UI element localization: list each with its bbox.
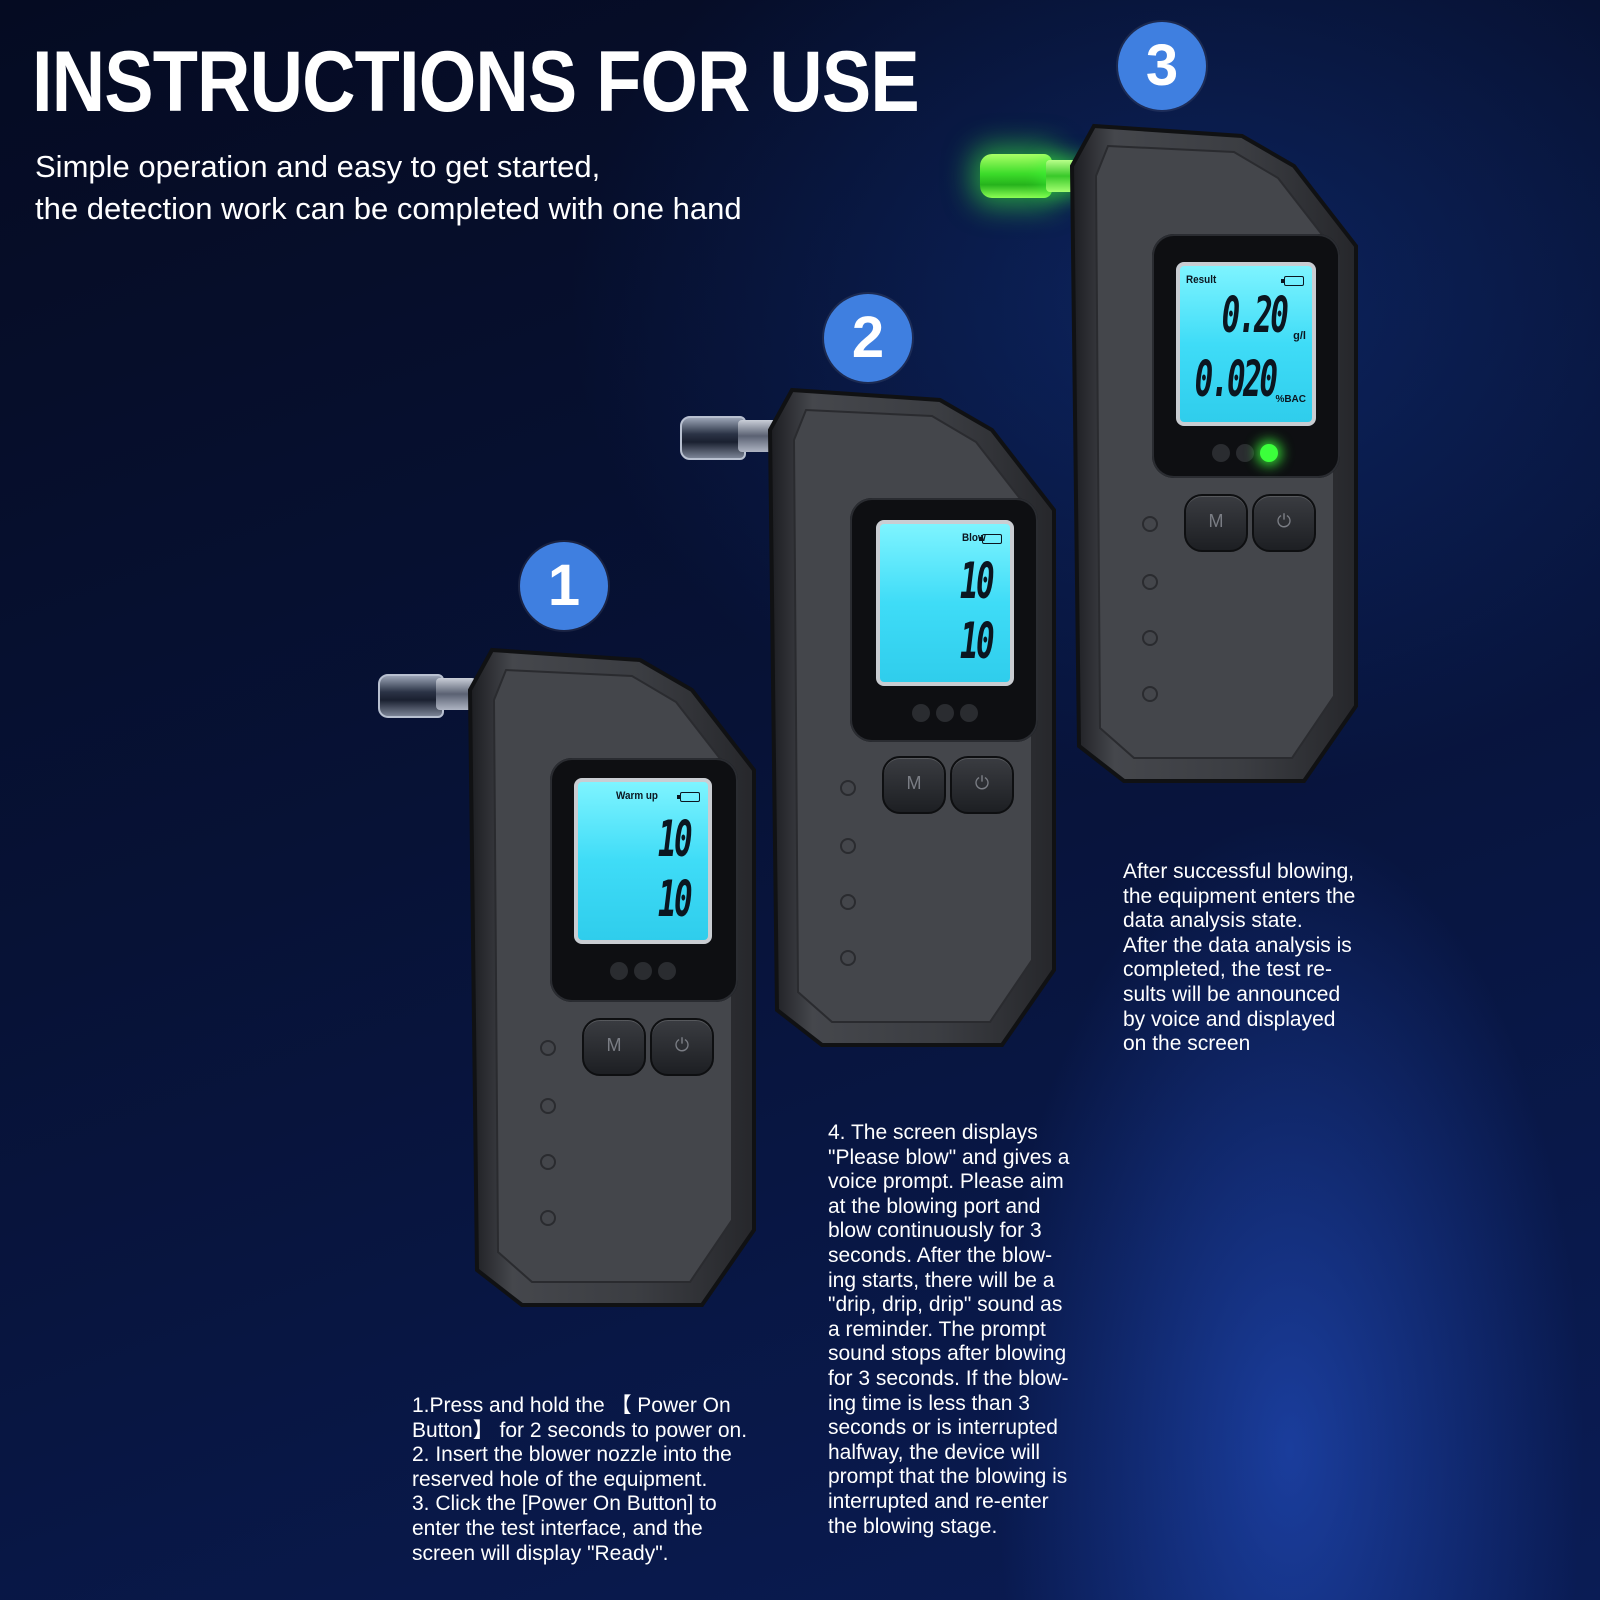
description-line: enter the test interface, and the [412,1516,703,1540]
description-line: for 3 seconds. If the blow- [828,1366,1069,1390]
indicator-light [658,962,676,980]
indicator-light [634,962,652,980]
lcd-display: Warm up 10 10 [574,778,712,944]
lcd-reading-bac: 0.020 [1195,350,1278,408]
description-line: prompt that the blowing is [828,1465,1068,1489]
lcd-mode-label: Result [1186,274,1217,286]
indicator-light [1236,444,1254,462]
description-line: "drip, drip, drip" sound as [828,1293,1063,1317]
description-line: voice prompt. Please aim [828,1170,1064,1194]
lcd-display: Blow 10 10 [876,520,1014,686]
power-button[interactable]: ⏻ [950,756,1014,814]
description-line: 2. Insert the blower nozzle into the [412,1443,732,1467]
lcd-display: Result 0.20 g/l 0.020 %BAC [1176,262,1316,426]
description-line: After successful blowing, [1123,860,1355,883]
breathalyzer-device-step-1: Warm up 10 10 M ⏻ [462,647,762,1330]
m-button[interactable]: M [582,1018,646,1076]
subtitle-line: Simple operation and easy to get started… [35,149,601,184]
description-line: 4. The screen displays [828,1121,1038,1144]
m-button[interactable]: M [882,756,946,814]
m-button[interactable]: M [1184,494,1248,552]
description-line: seconds. After the blow- [828,1243,1053,1267]
description-line: screen will display "Ready". [412,1541,669,1565]
step-2-badge: 2 [824,294,912,382]
indicator-lights [610,962,682,985]
description-line: halfway, the device will [828,1440,1041,1464]
description-line: data analysis state. [1123,909,1303,933]
description-line: Button】 for 2 seconds to power on. [412,1418,748,1442]
page-title: INSTRUCTIONS FOR USE [32,34,920,130]
blower-nozzle [680,410,780,462]
indicator-lights [912,704,984,727]
power-button[interactable]: ⏻ [650,1018,714,1076]
lcd-reading-gl: 0.20 [1221,286,1288,344]
description-line: a reminder. The prompt [828,1317,1046,1341]
description-line: completed, the test re- [1123,958,1332,982]
description-line: the equipment enters the [1123,884,1356,908]
indicator-light-on [1260,444,1278,462]
description-line: interrupted and re-enter [828,1489,1049,1513]
nozzle-tube [980,154,1052,198]
step-2-description: 4. The screen displays "Please blow" and… [828,1121,1092,1539]
battery-icon [1281,276,1304,286]
description-line: reserved hole of the equipment. [412,1467,708,1491]
step-1-description: 1.Press and hold the 【 Power On Button】 … [412,1394,788,1566]
lcd-unit-bac: %BAC [1275,394,1306,405]
lcd-reading-1: 10 [959,552,995,610]
battery-icon [979,534,1002,544]
nozzle-tube [680,416,746,460]
description-line: ing time is less than 3 [828,1391,1030,1415]
description-line: sults will be announced [1123,982,1341,1006]
description-line: After the data analysis is [1123,933,1352,957]
description-line: on the screen [1123,1032,1251,1056]
indicator-light [912,704,930,722]
description-line: blow continuously for 3 [828,1219,1042,1243]
indicator-lights [1212,444,1284,467]
indicator-light [1212,444,1230,462]
description-line: seconds or is interrupted [828,1416,1058,1440]
lcd-reading-2: 10 [657,870,693,928]
lcd-reading-2: 10 [959,612,995,670]
step-1-badge: 1 [520,542,608,630]
page-subtitle: Simple operation and easy to get started… [35,146,742,230]
indicator-light [936,704,954,722]
lcd-mode-label: Warm up [616,790,658,802]
battery-icon [677,792,700,802]
power-button[interactable]: ⏻ [1252,494,1316,552]
lcd-mode-label: Blow [962,532,986,544]
lcd-reading-1: 10 [657,810,693,868]
nozzle-tube [378,674,444,718]
step-3-badge: 3 [1118,22,1206,110]
description-line: "Please blow" and gives a [828,1145,1070,1169]
indicator-light [960,704,978,722]
description-line: ing starts, there will be a [828,1268,1055,1292]
description-line: 1.Press and hold the 【 Power On [412,1394,731,1417]
description-line: the blowing stage. [828,1514,998,1538]
breathalyzer-device-step-3: Result 0.20 g/l 0.020 %BAC M ⏻ [1064,123,1364,806]
indicator-light [610,962,628,980]
description-line: 3. Click the [Power On Button] to [412,1492,717,1516]
lcd-unit-gl: g/l [1293,330,1306,342]
description-line: at the blowing port and [828,1194,1041,1218]
description-line: by voice and displayed [1123,1007,1336,1031]
step-3-description: After successful blowing, the equipment … [1123,860,1385,1057]
breathalyzer-device-step-2: Blow 10 10 M ⏻ [762,387,1062,1070]
description-line: sound stops after blowing [828,1342,1067,1366]
blower-nozzle [378,668,478,720]
subtitle-line: the detection work can be completed with… [35,191,742,226]
